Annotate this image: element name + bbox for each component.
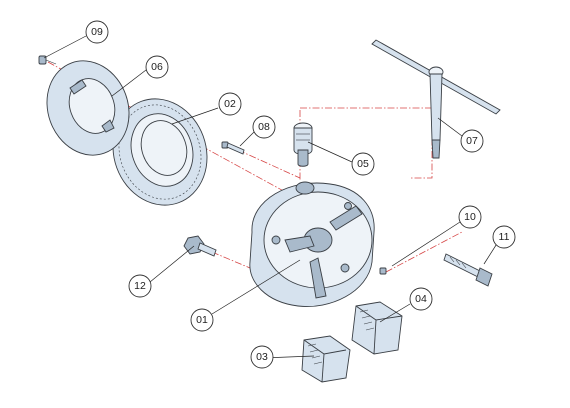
- svg-text:01: 01: [196, 314, 208, 326]
- callout-06: 06: [145, 55, 169, 79]
- svg-text:12: 12: [134, 280, 146, 292]
- jaw-set-a: [301, 335, 351, 383]
- callout-03: 03: [250, 345, 274, 369]
- long-bolt: [443, 253, 493, 287]
- jaw-set-b: [351, 301, 403, 355]
- svg-text:04: 04: [415, 293, 427, 305]
- callout-10: 10: [458, 205, 482, 229]
- svg-text:09: 09: [91, 26, 103, 38]
- svg-text:11: 11: [499, 231, 510, 243]
- svg-text:03: 03: [256, 351, 268, 363]
- svg-text:07: 07: [466, 135, 478, 147]
- set-screw: [379, 267, 387, 275]
- leader-lines: [43, 35, 499, 359]
- svg-text:08: 08: [258, 121, 270, 133]
- scroll-gear-ring: [112, 98, 208, 206]
- callout-04: 04: [409, 287, 433, 311]
- svg-text:02: 02: [224, 98, 236, 110]
- small-screw: [38, 55, 57, 65]
- callout-01: 01: [190, 308, 214, 332]
- hex-bolt: [183, 235, 217, 257]
- chuck-key: [371, 39, 501, 159]
- callout-07: 07: [460, 129, 484, 153]
- callout-11: 11: [492, 225, 516, 249]
- callout-02: 02: [218, 92, 242, 116]
- callout-08: 08: [252, 115, 276, 139]
- back-plate: [46, 60, 130, 156]
- callout-09: 09: [85, 20, 109, 44]
- chuck-body: [249, 181, 375, 308]
- svg-text:06: 06: [151, 61, 163, 73]
- callout-12: 12: [128, 274, 152, 298]
- callout-05: 05: [351, 152, 375, 176]
- pinion: [293, 122, 313, 167]
- svg-text:10: 10: [464, 211, 476, 223]
- svg-text:05: 05: [357, 158, 369, 170]
- pin-screw: [221, 141, 245, 155]
